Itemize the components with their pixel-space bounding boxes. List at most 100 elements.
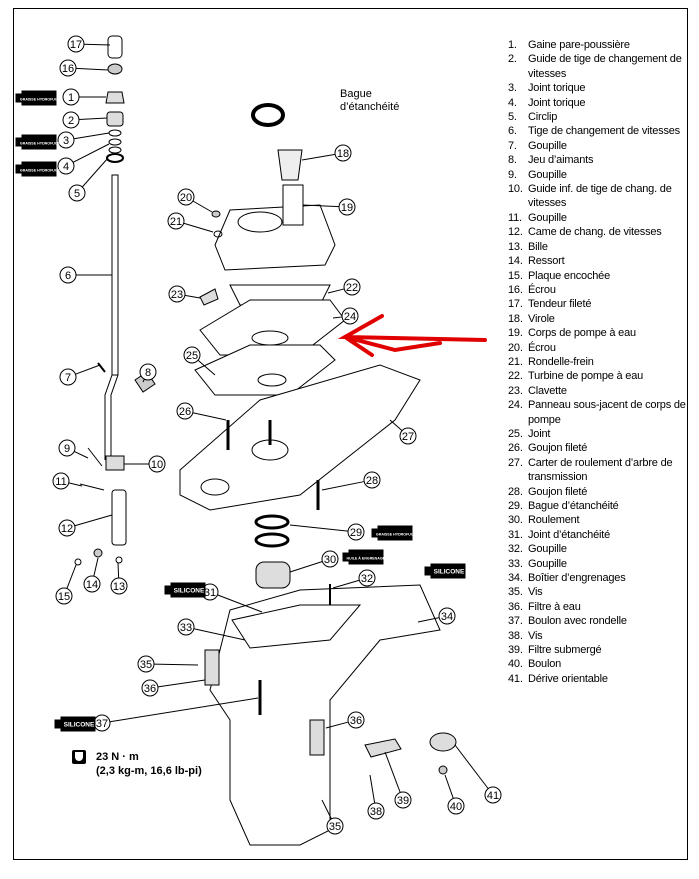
- part-name: Joint: [528, 427, 551, 440]
- leader-line: [417, 617, 440, 623]
- part-name: Vis: [528, 629, 543, 642]
- part-number: 29.: [508, 500, 523, 512]
- parts-list-item: 12.Came de chang. de vitesses: [508, 225, 688, 239]
- leader-line: [142, 378, 145, 383]
- callout-2: 2: [62, 111, 108, 129]
- parts-list-item: 27.Carter de roulement d’arbre de transm…: [508, 456, 688, 485]
- callout-circle: [110, 577, 128, 595]
- parts-list-item: 7.Goupille: [508, 139, 688, 153]
- callout-number: 1: [68, 92, 74, 104]
- seal-label-line1: Bague: [340, 88, 372, 100]
- callout-circle: [321, 550, 339, 568]
- torque-conversion: (2,3 kg-m, 16,6 lb-pi): [96, 765, 202, 777]
- leader-line: [327, 288, 345, 294]
- part-name: Guide de tige de changement de vitesses: [528, 53, 682, 80]
- torque-spec: 23 N · m (2,3 kg-m, 16,6 lb-pi): [72, 750, 202, 778]
- callout-number: 12: [61, 523, 73, 535]
- part-number: 34.: [508, 572, 523, 585]
- callout-number: 35: [329, 821, 341, 833]
- callout-number: 14: [86, 579, 98, 591]
- part-number: 11.: [508, 211, 522, 224]
- part-name: Goupille: [528, 211, 567, 224]
- callout-number: 9: [64, 443, 70, 455]
- part-name: Boulon avec rondelle: [528, 615, 627, 628]
- part-number: 30.: [508, 514, 523, 527]
- leader-line: [73, 132, 110, 140]
- callout-20: 20: [177, 188, 213, 213]
- callout-circle: [168, 285, 186, 303]
- parts-list-item: 41.Dérive orientable: [508, 672, 688, 686]
- gear_oil-tube-icon: HUILE À ENGRENAGES: [342, 549, 388, 565]
- gear-case: [204, 584, 457, 846]
- part-number: 28.: [508, 485, 523, 498]
- callout-number: 38: [370, 806, 382, 818]
- callout-number: 34: [441, 611, 453, 623]
- part-name: Goupille: [528, 557, 567, 570]
- callout-35: 35: [137, 655, 199, 673]
- callout-36: 36: [141, 679, 206, 697]
- callout-12: 12: [58, 514, 113, 537]
- callout-7: 7: [59, 364, 101, 386]
- callout-number: 35: [140, 659, 152, 671]
- callout-circle: [68, 184, 86, 202]
- callout-circle: [59, 368, 77, 386]
- parts-list-item: 14.Ressort: [508, 254, 688, 268]
- part-number: 14.: [508, 255, 523, 268]
- leader-line: [75, 364, 101, 375]
- callout-32: 32: [332, 569, 376, 589]
- leader-line: [384, 751, 401, 793]
- leader-line: [109, 697, 259, 723]
- part-number: 9.: [508, 168, 517, 181]
- part-name: Jeu d’aimants: [528, 154, 594, 167]
- part-name: Goupille: [528, 543, 567, 556]
- callout-circle: [447, 797, 465, 815]
- leader-line: [193, 628, 246, 641]
- part-number: 18.: [508, 312, 523, 325]
- leader-line: [289, 560, 323, 573]
- callout-number: 37: [96, 718, 108, 730]
- leader-line: [389, 419, 403, 432]
- callout-22: 22: [327, 278, 361, 296]
- leader-line: [321, 799, 332, 820]
- callout-9: 9: [58, 439, 89, 459]
- grease-tube-icon: GRAISSE HYDROFUGE: [15, 90, 61, 106]
- parts-list-item: 13.Bille: [508, 240, 688, 254]
- callout-circle: [52, 472, 70, 490]
- part-name: Joint torique: [528, 96, 586, 109]
- part-number: 27.: [508, 456, 523, 469]
- callout-number: 30: [324, 554, 336, 566]
- callout-number: 40: [450, 801, 462, 813]
- leader-line: [93, 557, 99, 577]
- callout-5: 5: [68, 157, 109, 202]
- parts-list-item: 32.Goupille: [508, 542, 688, 556]
- callout-number: 8: [145, 367, 151, 379]
- part-number: 12.: [508, 226, 523, 239]
- callout-circle: [55, 587, 73, 605]
- leader-line: [66, 564, 77, 589]
- part-number: 24.: [508, 399, 523, 412]
- parts-list-item: 1.Gaine pare-poussière: [508, 38, 688, 52]
- parts-list-item: 37.Boulon avec rondelle: [508, 614, 688, 628]
- callout-16: 16: [59, 59, 109, 77]
- parts-list-item: 11. Goupille: [508, 211, 688, 225]
- part-name: Goujon fileté: [528, 485, 588, 498]
- callout-19: 19: [302, 198, 356, 216]
- callout-23: 23: [168, 285, 201, 303]
- callout-circle: [347, 711, 365, 729]
- callout-21: 21: [167, 212, 214, 233]
- part-number: 1.: [508, 39, 517, 51]
- callout-number: 36: [350, 715, 362, 727]
- callout-25: 25: [183, 346, 216, 376]
- leader-line: [75, 67, 109, 71]
- callout-circle: [139, 363, 157, 381]
- callout-circle: [183, 346, 201, 364]
- leader-line: [72, 143, 110, 163]
- callout-circle: [57, 157, 75, 175]
- callout-27: 27: [389, 419, 417, 445]
- callout-number: 17: [70, 39, 82, 51]
- callout-circle: [58, 519, 76, 537]
- parts-list-item: 10.Guide inf. de tige de chang. de vites…: [508, 182, 688, 211]
- bearing-housing: [179, 364, 421, 589]
- part-number: 36.: [508, 600, 523, 613]
- callout-number: 28: [366, 475, 378, 487]
